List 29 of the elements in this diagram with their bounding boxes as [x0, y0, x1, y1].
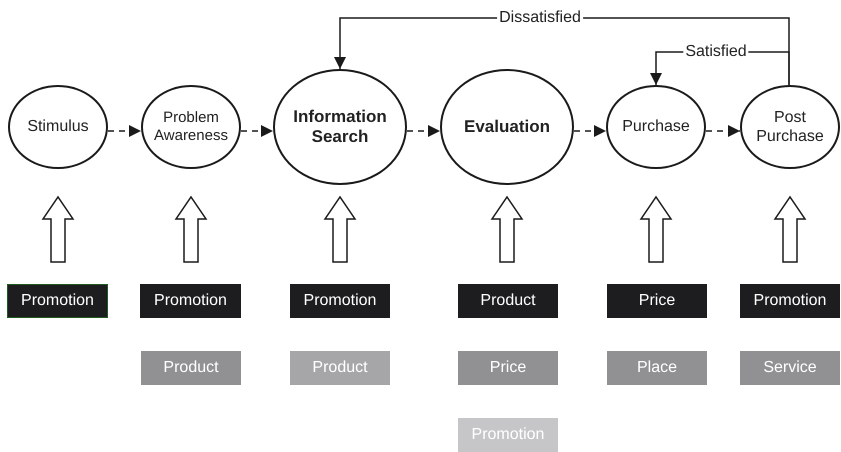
stage-ellipse: Post Purchase: [740, 85, 840, 169]
marketing-mix-box: Product: [141, 351, 241, 385]
marketing-mix-box: Price: [607, 284, 707, 318]
arrow: [574, 125, 606, 137]
block-arrow: [324, 196, 356, 263]
marketing-mix-box: Promotion: [140, 284, 241, 318]
marketing-mix-box: Promotion: [7, 284, 108, 318]
arrow: [407, 125, 440, 137]
arrow: [706, 125, 740, 137]
stage-ellipse: Problem Awareness: [141, 85, 241, 169]
marketing-mix-box: Service: [740, 351, 840, 385]
block-arrow: [640, 196, 672, 263]
marketing-mix-box: Place: [607, 351, 707, 385]
stage-ellipse: Purchase: [606, 85, 706, 169]
marketing-mix-box: Promotion: [290, 284, 390, 318]
block-arrow: [490, 196, 524, 263]
block-arrow: [174, 196, 208, 263]
arrow: [108, 125, 141, 137]
marketing-mix-box: Promotion: [740, 284, 840, 318]
stage-ellipse: Stimulus: [8, 85, 108, 169]
stage-ellipse: Information Search: [273, 69, 407, 185]
marketing-mix-box: Product: [290, 351, 390, 385]
marketing-mix-box: Price: [458, 351, 558, 385]
block-arrow: [774, 196, 806, 263]
block-arrow: [42, 196, 74, 263]
marketing-mix-box: Product: [458, 284, 558, 318]
stage-ellipse: Evaluation: [440, 69, 574, 185]
marketing-mix-box: Promotion: [458, 418, 558, 452]
arrow: [241, 125, 273, 137]
